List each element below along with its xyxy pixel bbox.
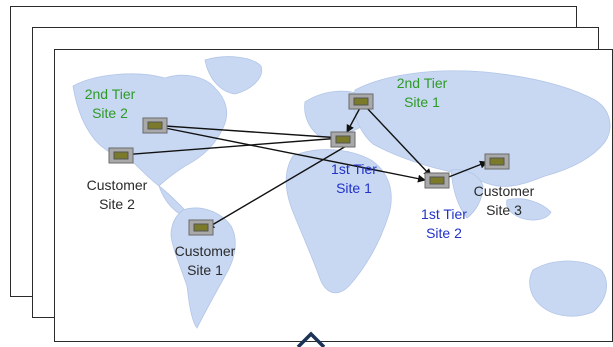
label-line: Site 1 xyxy=(336,180,372,196)
server-node-icon xyxy=(348,93,374,110)
label-customer-site2: Customer Site 2 xyxy=(77,176,157,214)
label-customer-site3: Customer Site 3 xyxy=(459,182,549,220)
label-tier1-site1: 1st Tier Site 1 xyxy=(319,160,389,198)
link-tier2site1-to-tier1site1 xyxy=(346,105,362,133)
central-america-shape xyxy=(158,184,185,215)
server-node-icon xyxy=(188,219,214,236)
server-node-icon xyxy=(108,147,134,164)
server-node-icon xyxy=(330,131,356,148)
label-line: Site 2 xyxy=(426,225,462,241)
label-line: Site 1 xyxy=(404,94,440,110)
south-america-shape xyxy=(170,207,236,329)
server-node-icon xyxy=(424,172,450,189)
label-tier1-site2: 1st Tier Site 2 xyxy=(409,205,479,243)
label-line: Site 3 xyxy=(486,202,522,218)
india-shape xyxy=(450,169,484,219)
server-node-icon xyxy=(484,153,510,170)
label-line: Customer xyxy=(473,183,535,199)
link-tier2site2-to-tier1site2 xyxy=(164,127,426,183)
world-map xyxy=(72,56,611,329)
label-line: Site 1 xyxy=(187,262,223,278)
link-tier1site1-to-customer1 xyxy=(206,141,354,229)
label-line: Customer xyxy=(86,177,148,193)
label-customer-site1: Customer Site 1 xyxy=(165,242,245,280)
greenland-shape xyxy=(204,56,263,95)
label-line: Site 2 xyxy=(92,105,128,121)
label-tier2-site1: 2nd Tier Site 1 xyxy=(387,74,457,112)
continents xyxy=(72,56,611,329)
label-line: 1st Tier xyxy=(331,161,377,177)
australia-shape xyxy=(529,260,607,317)
asia-shape xyxy=(353,70,611,187)
site-nodes xyxy=(108,93,510,236)
link-tier1site1-to-customer2 xyxy=(120,137,342,159)
southeast-asia-shape xyxy=(506,198,552,221)
link-tier2site1-to-tier1site2 xyxy=(364,105,432,177)
label-line: Customer xyxy=(174,243,236,259)
label-line: 1st Tier xyxy=(421,206,467,222)
label-line: Site 2 xyxy=(99,196,135,212)
server-node-icon xyxy=(142,117,168,134)
label-line: 2nd Tier xyxy=(84,86,136,102)
label-line: 2nd Tier xyxy=(396,75,448,91)
africa-shape xyxy=(285,149,392,294)
supply-chain-map-card: 2nd Tier Site 2 2nd Tier Site 1 1st Tier… xyxy=(54,49,613,342)
link-tier2site2-to-tier1site1 xyxy=(164,125,342,142)
label-tier2-site2: 2nd Tier Site 2 xyxy=(75,85,145,123)
